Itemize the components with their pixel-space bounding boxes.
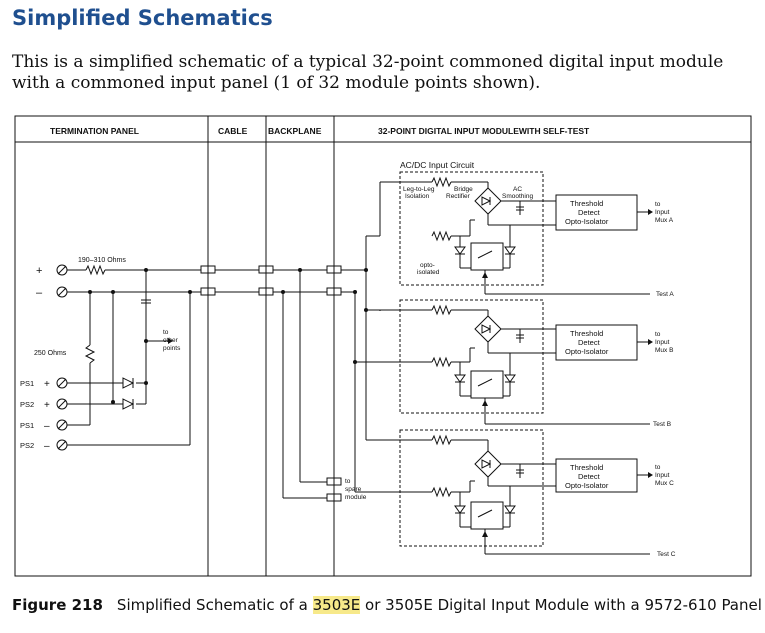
ps2-minus-sign: – (44, 441, 50, 452)
minus-terminal-label: – (36, 287, 43, 299)
bridge-rectifier-line2: Rectifier (446, 193, 471, 200)
threshold-b-line2: Detect (578, 338, 601, 347)
test-a-arrow (482, 272, 488, 278)
section-module: 32-POINT DIGITAL INPUT MODULEWITH SELF-T… (378, 126, 590, 136)
mux-a-arrow (648, 209, 653, 215)
resistor-190-310-label: 190–310 Ohms (78, 257, 126, 264)
to-spare-module-module: module (345, 494, 367, 501)
mux-b-to: to (655, 331, 661, 338)
ac-smoothing-line1: AC (513, 186, 522, 193)
threshold-a-line2: Detect (578, 208, 601, 217)
bus-wiring (215, 181, 432, 499)
test-a-label: Test A (656, 291, 674, 298)
mux-b-arrow (648, 339, 653, 345)
threshold-a-line3: Opto-Isolator (565, 217, 609, 226)
threshold-b-line1: Threshold (570, 329, 603, 338)
mux-a-input: Input (655, 209, 670, 216)
bus-junctions (281, 268, 368, 364)
to-spare-module-to: to (345, 478, 351, 485)
input-circuit-label: AC/DC Input Circuit (400, 160, 475, 170)
figure-number: Figure 218 (12, 596, 103, 614)
page-heading: Simplified Schematics (12, 6, 273, 30)
caption-highlight: 3503E (312, 596, 361, 614)
test-b-label: Test B (653, 421, 671, 428)
schematic-frame (14, 115, 752, 577)
connectors (200, 265, 342, 502)
ps2-plus-sign: + (44, 400, 50, 411)
ps1-plus-sign: + (44, 379, 50, 390)
mux-c-arrow (648, 472, 653, 478)
threshold-b-line3: Opto-Isolator (565, 347, 609, 356)
ps1-plus-name: PS1 (20, 379, 34, 388)
mux-a-name: Mux A (655, 217, 674, 224)
test-b-arrow (482, 400, 488, 406)
mux-c-name: Mux C (655, 480, 674, 487)
schematic-diagram: TERMINATION PANEL CABLE BACKPLANE 32-POI… (14, 115, 752, 577)
mux-b-name: Mux B (655, 347, 673, 354)
mux-b-input: Input (655, 339, 670, 346)
opto-isolated-line1: opto- (420, 262, 435, 269)
section-backplane: BACKPLANE (268, 126, 322, 136)
to-other-points-other: other (163, 337, 179, 344)
intro-paragraph: This is a simplified schematic of a typi… (12, 52, 724, 93)
section-cable: CABLE (218, 126, 248, 136)
opto-isolated-line2: isolated (417, 269, 440, 276)
leg-isolation-line1: Leg-to-Leg (403, 186, 435, 193)
mux-a-to: to (655, 201, 661, 208)
test-c-label: Test C (657, 551, 676, 558)
figure-caption: Figure 218 Simplified Schematic of a 3503… (12, 596, 762, 614)
ps-diodes (122, 377, 135, 410)
section-termination-panel: TERMINATION PANEL (50, 126, 139, 136)
plus-terminal-label: + (36, 265, 42, 277)
threshold-c-line1: Threshold (570, 463, 603, 472)
test-c-arrow (482, 531, 488, 537)
ps1-minus-name: PS1 (20, 421, 34, 430)
arrow-to-other-points (168, 338, 173, 344)
channel-b (399, 299, 652, 425)
bridge-rectifier-line1: Bridge (454, 186, 473, 193)
to-other-points-points: points (163, 345, 181, 352)
threshold-c-line3: Opto-Isolator (565, 481, 609, 490)
ac-smoothing-line2: Smoothing (502, 193, 533, 200)
to-spare-module-spare: spare (345, 486, 362, 493)
field-terminals (56, 264, 205, 451)
channel-a (399, 171, 652, 295)
channel-c (399, 429, 652, 555)
to-other-points-to: to (163, 329, 169, 336)
threshold-c-line2: Detect (578, 472, 601, 481)
resistor-250-label: 250 Ohms (34, 350, 67, 357)
ps1-minus-sign: – (44, 421, 50, 432)
mux-c-to: to (655, 464, 661, 471)
ps2-minus-name: PS2 (20, 441, 34, 450)
caption-text-pre: Simplified Schematic of a (116, 596, 313, 614)
caption-text-post: or 3505E Digital Input Module with a 957… (360, 596, 762, 614)
ps2-plus-name: PS2 (20, 400, 34, 409)
leg-isolation-line2: Isolation (405, 193, 430, 200)
threshold-a-line1: Threshold (570, 199, 603, 208)
junction-dots (88, 268, 192, 404)
mux-c-input: Input (655, 472, 670, 479)
